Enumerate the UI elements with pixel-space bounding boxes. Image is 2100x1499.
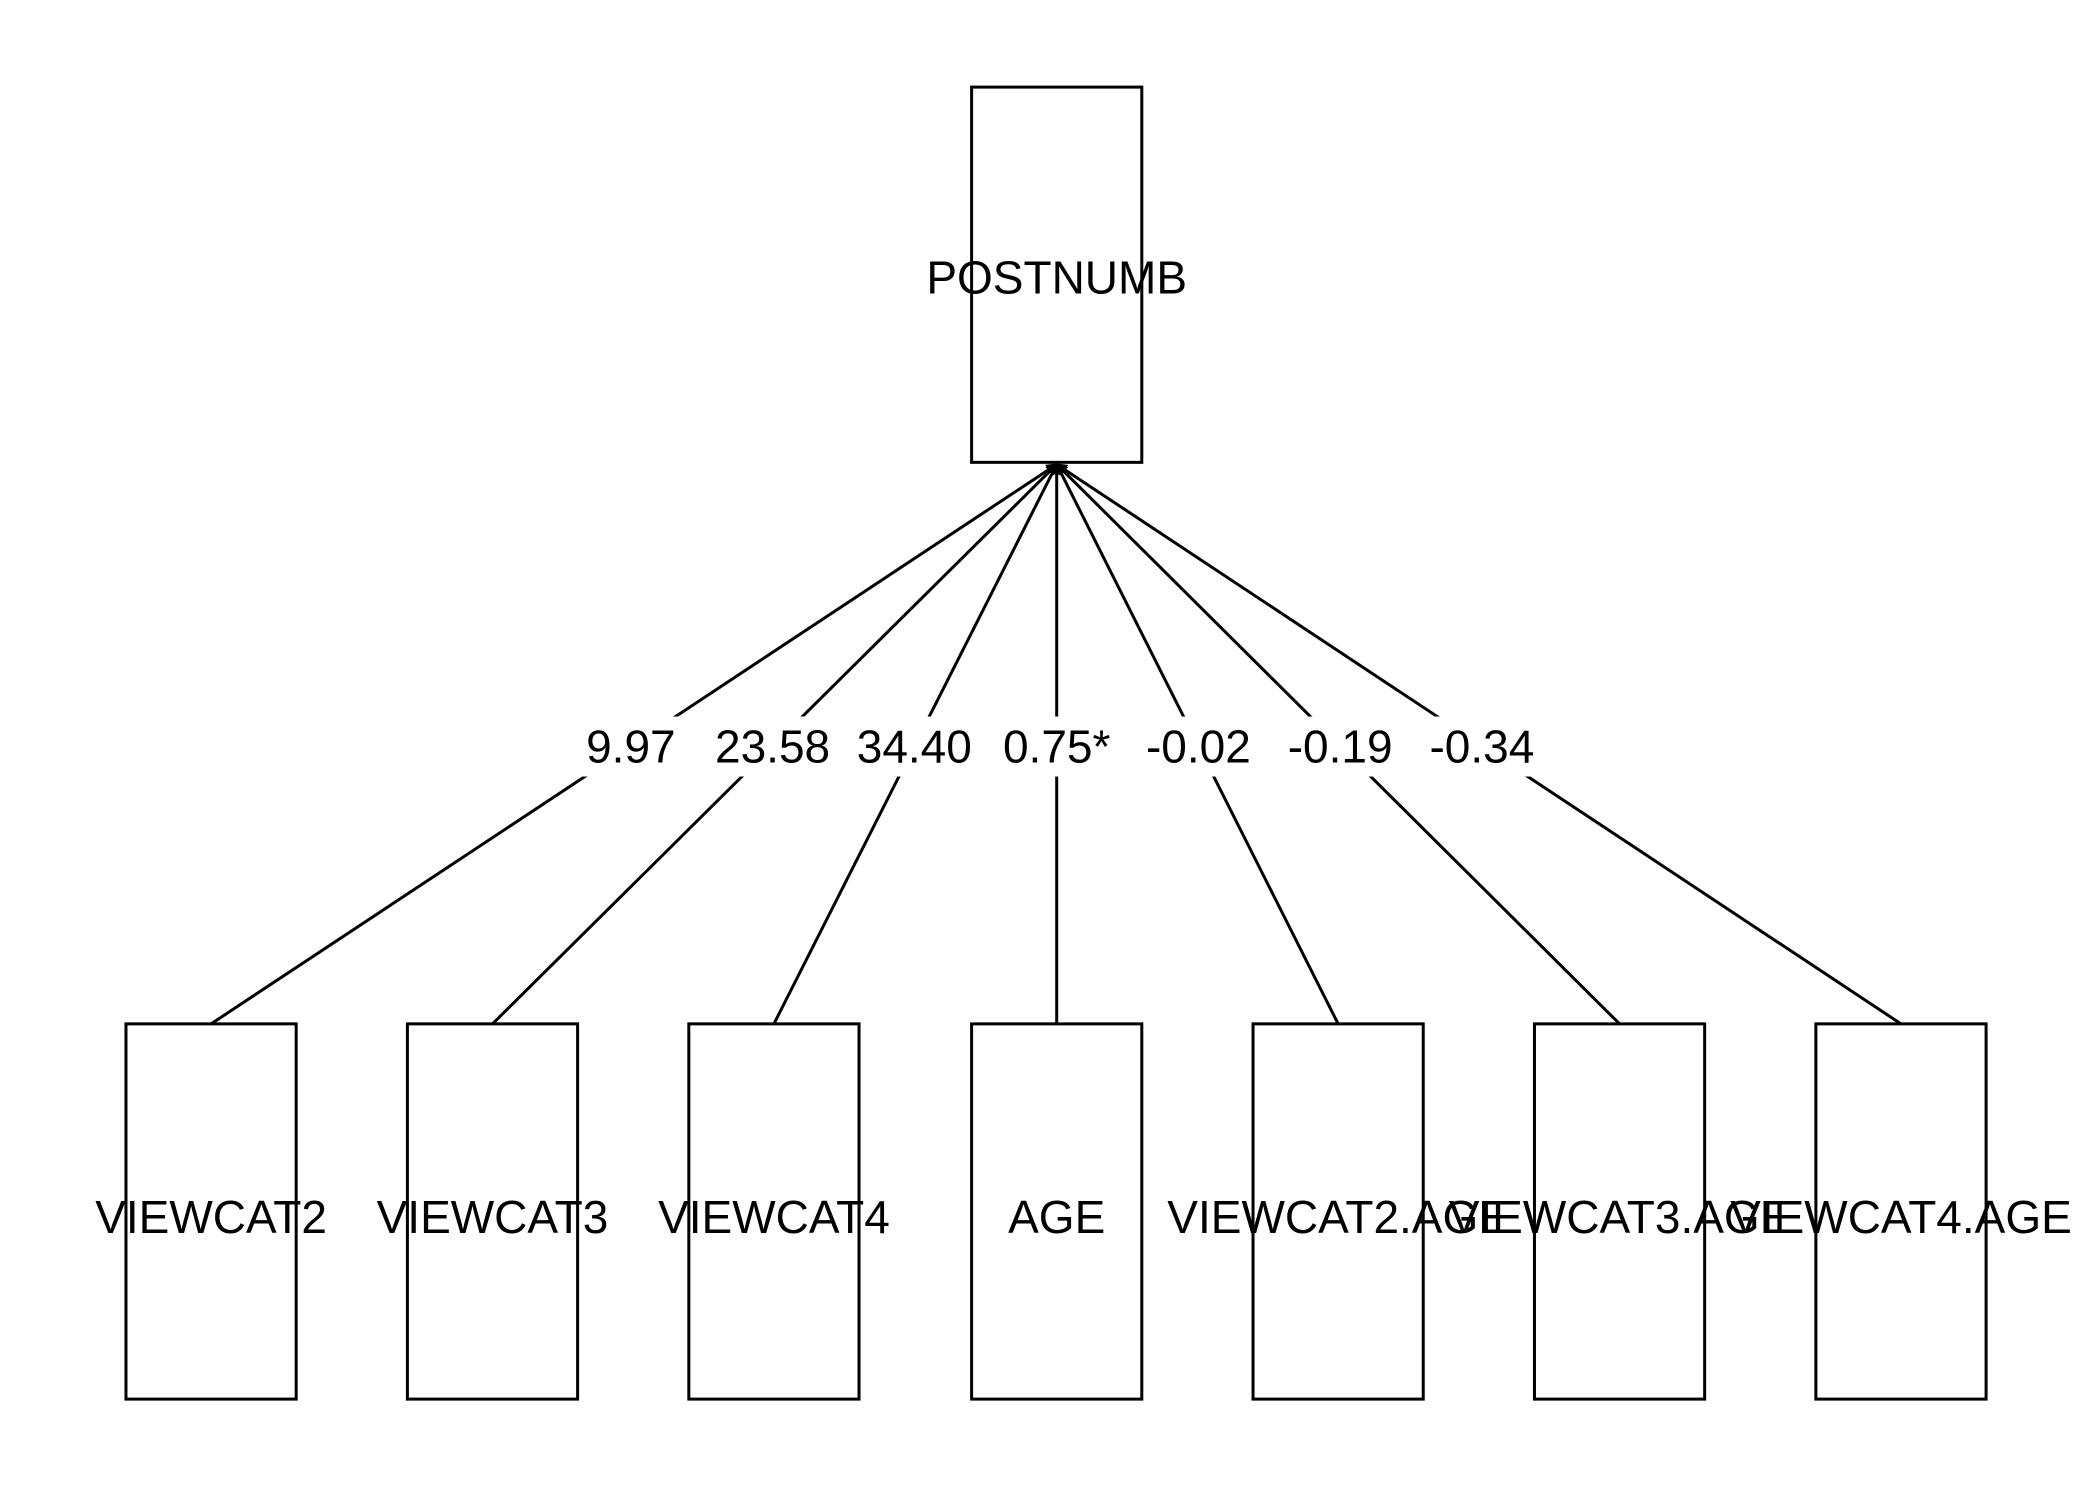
predictor-node-box <box>1251 1022 1425 1401</box>
predictor-node-label: VIEWCAT2 <box>95 1191 327 1243</box>
predictor-node-viewcat4: VIEWCAT4 <box>658 1022 890 1401</box>
edge-label-age: 0.75* <box>996 716 1117 777</box>
predictor-node-box <box>970 1022 1144 1401</box>
predictor-node-age: AGE <box>970 1022 1144 1401</box>
edge-label-background <box>580 716 682 777</box>
predictor-node-label: VIEWCAT2.AGE <box>1167 1191 1509 1243</box>
edge-label-viewcat4: 34.40 <box>850 716 978 777</box>
edge-coefficient-label: 9.97 <box>586 721 676 773</box>
edge-label-background <box>996 716 1117 777</box>
predictor-node-viewcat4-age: VIEWCAT4.AGE <box>1730 1022 2072 1401</box>
predictor-node-box <box>405 1022 580 1401</box>
predictor-node-viewcat3: VIEWCAT3 <box>377 1022 609 1401</box>
edge-label-viewcat2-age: -0.02 <box>1139 716 1257 777</box>
predictor-node-viewcat2-age: VIEWCAT2.AGE <box>1167 1022 1509 1401</box>
predictor-node-label: VIEWCAT4 <box>658 1191 890 1243</box>
predictor-node-box <box>124 1022 298 1401</box>
edge-label-background <box>1139 716 1257 777</box>
predictor-node-label: VIEWCAT4.AGE <box>1730 1191 2072 1243</box>
edge-label-viewcat3: 23.58 <box>709 716 837 777</box>
outcome-node: POSTNUMB <box>926 85 1187 464</box>
edge-label-background <box>1281 716 1399 777</box>
edge-coefficient-label: -0.19 <box>1288 721 1393 773</box>
edge-labels-layer: 9.97 23.58 34.40 0.75* -0.02 -0.19 -0.34 <box>580 716 1541 777</box>
predictor-node-label: VIEWCAT3.AGE <box>1449 1191 1791 1243</box>
predictor-node-viewcat2: VIEWCAT2 <box>95 1022 327 1401</box>
predictor-node-label: VIEWCAT3 <box>377 1191 609 1243</box>
edge-label-viewcat3-age: -0.19 <box>1281 716 1399 777</box>
edge-coefficient-label: -0.02 <box>1146 721 1251 773</box>
predictor-node-box <box>1814 1022 1988 1401</box>
predictor-node-label: AGE <box>1008 1191 1105 1243</box>
predictor-node-viewcat3-age: VIEWCAT3.AGE <box>1449 1022 1791 1401</box>
edge-label-background <box>850 716 978 777</box>
predictor-node-box <box>687 1022 861 1401</box>
edge-label-background <box>709 716 837 777</box>
edge-coefficient-label: -0.34 <box>1429 721 1534 773</box>
predictor-node-box <box>1532 1022 1707 1401</box>
outcome-node-label: POSTNUMB <box>926 251 1187 303</box>
edge-label-background <box>1423 716 1541 777</box>
edge-label-viewcat2: 9.97 <box>580 716 682 777</box>
edge-coefficient-label: 0.75* <box>1003 721 1111 773</box>
edge-label-viewcat4-age: -0.34 <box>1423 716 1541 777</box>
edge-coefficient-label: 23.58 <box>715 721 830 773</box>
edge-coefficient-label: 34.40 <box>857 721 972 773</box>
outcome-node-box <box>970 85 1144 464</box>
nodes-layer: POSTNUMB VIEWCAT2 VIEWCAT3 VIEWCAT4 AGE VIEWC… <box>95 85 2072 1401</box>
